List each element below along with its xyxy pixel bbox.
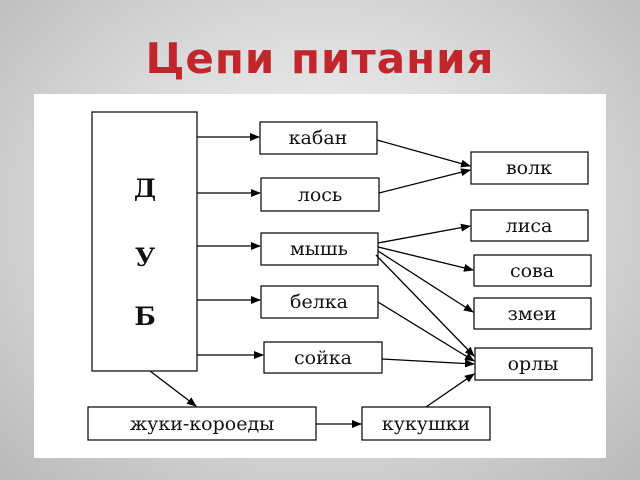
node-label-mysh: мышь	[290, 238, 348, 260]
node-belka: белка	[260, 285, 379, 319]
edge-belka-orly	[377, 301, 475, 362]
node-kukushki: кукушки	[361, 406, 491, 441]
node-label-zmei: змеи	[507, 303, 556, 325]
edge-los-volk	[378, 168, 471, 194]
node-orly: орлы	[474, 347, 593, 381]
node-mysh: мышь	[260, 232, 379, 266]
node-label-sova: сова	[510, 260, 554, 282]
node-soyka: сойка	[263, 341, 383, 374]
edge-kukushki-orly	[425, 373, 475, 408]
oak-letter-b: Б	[134, 302, 155, 331]
page-title: Цепи питания	[145, 34, 495, 83]
edge-mysh-orly	[375, 254, 475, 357]
node-label-belka: белка	[290, 291, 348, 313]
oak-node: Д У Б	[91, 111, 198, 372]
edge-mysh-lisa	[377, 223, 471, 244]
node-label-soyka: сойка	[294, 347, 352, 369]
edge-soyka-orly	[381, 358, 475, 368]
edge-mysh-sova	[377, 246, 474, 272]
node-label-zhuki: жуки-короеды	[130, 413, 275, 435]
node-volk: волк	[470, 151, 589, 185]
node-label-lisa: лиса	[506, 215, 553, 237]
node-los: лось	[260, 177, 380, 212]
node-label-orly: орлы	[508, 353, 559, 375]
oak-letter-u: У	[135, 243, 155, 272]
oak-letter-d: Д	[134, 174, 156, 203]
node-label-los: лось	[298, 184, 343, 206]
node-kaban: кабан	[259, 121, 378, 155]
edge-mysh-zmei	[377, 250, 474, 313]
node-zhuki: жуки-короеды	[87, 406, 317, 441]
node-sova: сова	[473, 254, 592, 287]
node-label-kukushki: кукушки	[382, 413, 470, 435]
node-label-kaban: кабан	[289, 127, 348, 149]
node-zmei: змеи	[473, 297, 592, 330]
edge-oak-zhuki	[149, 370, 197, 407]
node-lisa: лиса	[470, 209, 589, 242]
edge-kaban-volk	[376, 139, 471, 168]
node-label-volk: волк	[506, 157, 552, 179]
